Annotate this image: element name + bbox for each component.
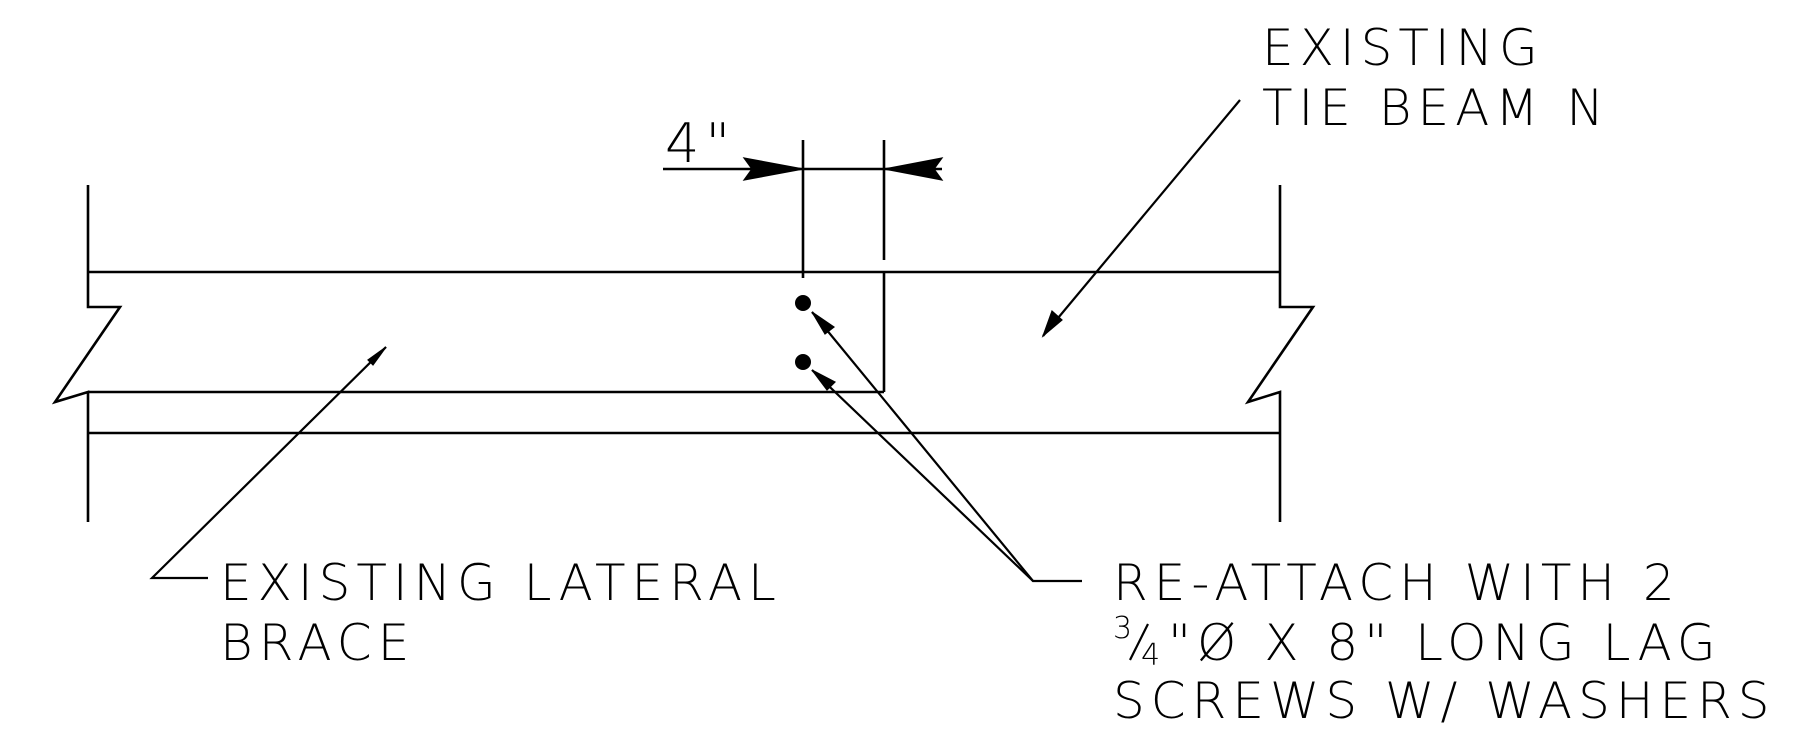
lateral-brace-label-line1: EXISTING LATERAL xyxy=(220,554,782,612)
lag-screw-dot-upper xyxy=(795,295,811,311)
tie-beam-label-line1: EXISTING xyxy=(1262,19,1544,77)
tie-beam-label-line2: TIE BEAM N xyxy=(1262,79,1610,137)
tie-beam-leader-arrowhead xyxy=(1041,309,1063,338)
lag-screw-dot-lower xyxy=(795,354,811,370)
reattach-fraction-numerator: 3 xyxy=(1113,611,1138,646)
right-break-line xyxy=(1244,185,1316,522)
reattach-label-line3: SCREWS W/ WASHERS xyxy=(1113,672,1776,730)
lateral-brace-leader-line xyxy=(149,346,387,580)
dimension-arrowhead-right xyxy=(883,157,944,181)
reattach-label-line1: RE-ATTACH WITH 2 xyxy=(1113,554,1681,612)
reattach-leader-arrowhead-lower xyxy=(811,369,837,391)
lateral-brace-label-line2: BRACE xyxy=(220,614,415,672)
dimension-arrowhead-left xyxy=(742,157,804,181)
left-break-line xyxy=(51,185,123,522)
dimension-label: 4" xyxy=(665,112,736,175)
lateral-brace-leader-arrowhead xyxy=(367,346,387,366)
reattach-leader-line-upper xyxy=(811,311,1082,583)
reattach-label-line2: "Ø X 8" LONG LAG xyxy=(1168,614,1722,672)
reattach-fraction-bar xyxy=(1129,623,1149,661)
reattach-leader-line-lower xyxy=(811,369,1034,582)
reattach-leader-arrowhead-upper xyxy=(811,311,836,335)
reattach-fraction-denominator: 4 xyxy=(1141,638,1166,673)
tie-beam-leader-line xyxy=(1042,99,1241,337)
